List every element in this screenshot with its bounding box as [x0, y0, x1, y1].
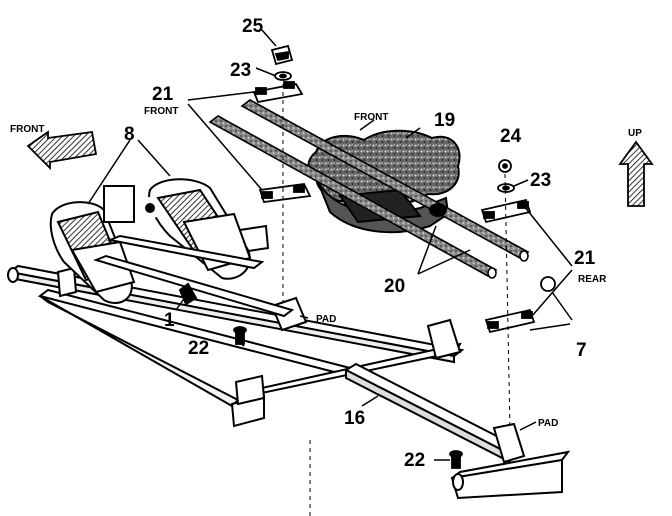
slide-rails	[208, 99, 530, 279]
seat-base	[317, 181, 450, 234]
callout-23-top: 23	[230, 60, 251, 81]
callout-19: 19	[434, 110, 455, 131]
callout-16: 16	[344, 408, 365, 429]
label-up-arrow: UP	[628, 128, 642, 139]
pad-right	[492, 422, 526, 464]
frame-bracket-left	[56, 266, 78, 298]
label-rear-bracket: REAR	[578, 274, 607, 285]
callout-20: 20	[384, 276, 405, 297]
callout-1: 1	[164, 310, 175, 331]
callout-7: 7	[576, 340, 587, 361]
screw-right	[449, 450, 463, 469]
label-pad-right: PAD	[538, 418, 558, 429]
assembly-guide-lines	[282, 84, 511, 516]
callout-21-rear: 21	[574, 248, 596, 269]
frame-center-bar	[343, 362, 523, 456]
label-front-seat: FRONT	[354, 112, 388, 123]
label-pad-center: PAD	[316, 314, 336, 325]
callout-22-right: 22	[404, 450, 425, 471]
label-front-arrow: FRONT	[10, 124, 44, 135]
pedal-pivot-housing	[103, 185, 135, 223]
callout-24: 24	[500, 126, 522, 147]
end-cap	[540, 276, 556, 292]
callout-22-left: 22	[188, 338, 209, 359]
leader-lines	[87, 29, 573, 461]
callout-8: 8	[124, 124, 135, 145]
label-front-bracket: FRONT	[144, 106, 178, 117]
hardware	[233, 44, 556, 469]
pedal-assembly	[49, 178, 295, 318]
up-arrow-icon	[618, 140, 654, 207]
callout-21-front: 21	[152, 84, 174, 105]
callout-23-right: 23	[530, 170, 551, 191]
screw-left	[233, 326, 247, 345]
front-arrow-icon	[26, 130, 98, 171]
slide-rail-upper	[240, 99, 530, 259]
callout-25: 25	[242, 16, 264, 37]
